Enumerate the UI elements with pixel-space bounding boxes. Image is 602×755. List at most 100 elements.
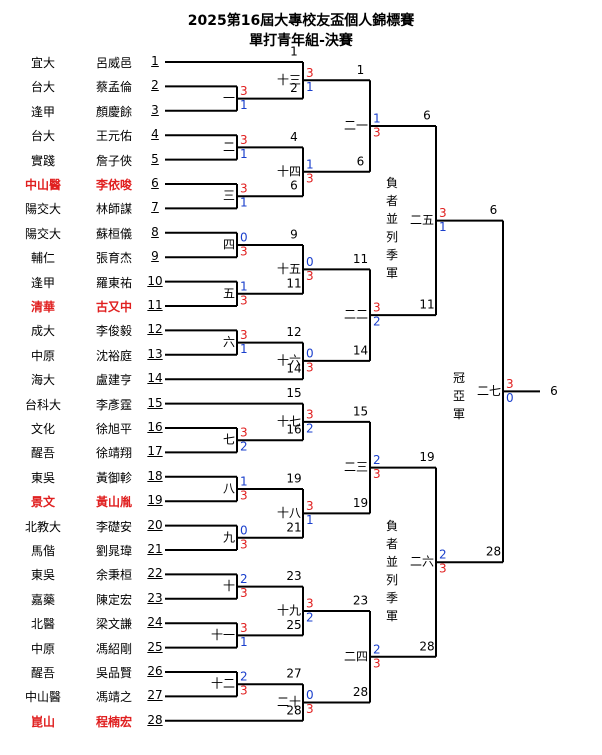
score-top: 3	[306, 66, 314, 80]
match-label: 十九	[277, 604, 301, 618]
player-school: 醒吾	[30, 446, 55, 461]
entry-number: 28	[419, 639, 434, 653]
score-bottom: 3	[240, 537, 248, 551]
score-bottom: 1	[240, 342, 248, 356]
score-bottom: 2	[373, 315, 381, 329]
player-school: 清華	[30, 300, 55, 314]
score-bottom: 3	[373, 656, 381, 670]
player-seed: 22	[147, 566, 163, 581]
player-seed: 2	[151, 78, 159, 93]
score-top: 0	[240, 523, 248, 537]
player-seed: 11	[147, 298, 163, 312]
score-top: 3	[240, 426, 248, 440]
score-bottom: 3	[306, 171, 314, 185]
score-top: 3	[240, 621, 248, 635]
player-seed: 19	[147, 493, 163, 508]
player-name: 余秉桓	[95, 568, 132, 583]
score-bottom: 2	[240, 440, 248, 454]
score-top: 2	[373, 642, 381, 656]
entry-number: 27	[286, 667, 301, 681]
entry-number: 23	[353, 594, 368, 608]
player-school: 實踐	[30, 153, 55, 168]
match-label: 二二	[344, 308, 368, 322]
match-label: 二四	[344, 649, 368, 663]
match-label: 二七	[477, 384, 501, 398]
entry-number: 11	[419, 298, 434, 312]
player-school: 中原	[30, 348, 55, 363]
score-top: 2	[439, 548, 447, 562]
player-seed: 17	[147, 444, 163, 459]
player-seed: 7	[151, 200, 159, 215]
entry-number: 19	[419, 450, 434, 464]
player-name: 蔡孟倫	[95, 80, 132, 95]
match-label: 四	[223, 238, 235, 252]
entry-number: 9	[290, 228, 298, 242]
score-bottom: 3	[306, 702, 314, 716]
player-seed: 14	[147, 371, 163, 386]
match-label: 二十	[277, 695, 301, 709]
player-seed: 21	[147, 542, 163, 556]
player-name: 梁文謙	[95, 617, 132, 632]
player-name: 顏慶餘	[95, 104, 132, 119]
match-label: 十三	[277, 73, 301, 87]
entry-number: 6	[357, 154, 365, 168]
player-seed: 24	[147, 615, 163, 630]
entry-number: 1	[290, 45, 298, 59]
player-name: 李俊毅	[95, 324, 132, 339]
player-name: 李依唆	[95, 178, 132, 192]
entry-number: 28	[353, 685, 368, 699]
entry-number: 6	[423, 109, 431, 123]
player-seed: 8	[151, 224, 159, 239]
score-bottom: 1	[306, 513, 314, 527]
entry-number: 6	[290, 179, 298, 193]
player-name: 古又中	[95, 300, 132, 314]
player-name: 程楠宏	[95, 714, 132, 729]
score-top: 0	[306, 346, 314, 360]
player-school: 台大	[30, 129, 55, 144]
match-label: 五	[223, 286, 235, 300]
player-seed: 26	[147, 664, 163, 678]
score-bottom: 1	[240, 98, 248, 112]
player-school: 宜大	[30, 56, 55, 70]
match-label: 十六	[277, 353, 301, 367]
match-label: 十	[223, 579, 235, 593]
score-bottom: 1	[240, 196, 248, 210]
player-name: 林師謀	[95, 202, 132, 217]
player-seed: 13	[147, 346, 163, 361]
player-school: 陽交大	[24, 226, 61, 241]
score-bottom: 3	[306, 360, 314, 374]
score-bottom: 2	[306, 421, 314, 435]
score-bottom: 1	[240, 147, 248, 161]
score-top: 3	[240, 182, 248, 196]
player-school: 海大	[30, 373, 55, 388]
player-name: 黃山胤	[95, 495, 132, 510]
entry-number: 2	[290, 81, 298, 95]
score-bottom: 3	[240, 684, 248, 698]
player-school: 東吳	[30, 470, 55, 485]
player-name: 張育杰	[95, 251, 132, 266]
player-school: 中山醫	[24, 690, 61, 705]
score-bottom: 3	[240, 293, 248, 307]
player-name: 黃御軫	[95, 470, 132, 485]
player-school: 陽交大	[24, 202, 61, 217]
player-seed: 27	[147, 688, 163, 703]
match-label: 二	[223, 140, 235, 154]
player-seed: 9	[151, 249, 159, 264]
entry-number: 28	[486, 545, 501, 559]
entry-number: 14	[353, 343, 368, 357]
player-seed: 15	[147, 395, 163, 410]
score-top: 2	[240, 572, 248, 586]
score-top: 1	[373, 112, 381, 126]
final-note: 冠亞軍	[452, 371, 465, 421]
player-name: 李礎安	[95, 519, 132, 534]
player-seed: 10	[147, 273, 163, 288]
player-school: 中山醫	[24, 178, 61, 192]
